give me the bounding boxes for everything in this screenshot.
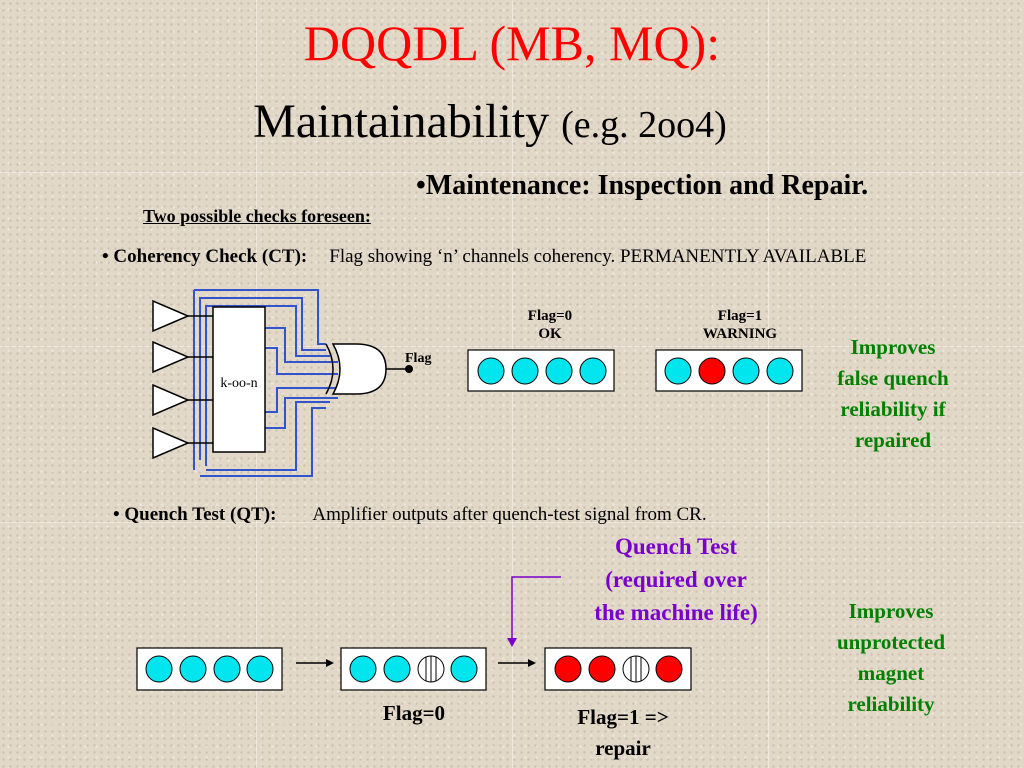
arrow-down-icon (507, 638, 517, 647)
quench-benefit: Improves unprotected magnet reliability (816, 596, 966, 720)
benefit-line: Improves (848, 599, 934, 623)
logic-box (212, 306, 266, 453)
flag-one-caption: Flag=1 => repair (548, 702, 698, 764)
maintenance-heading: •Maintenance: Inspection and Repair. (416, 170, 869, 201)
caption-line: Flag=1 => (577, 705, 669, 729)
subtitle-example: (e.g. 2oo4) (561, 104, 727, 146)
wire (206, 401, 330, 471)
amplifier-icon (152, 426, 190, 460)
arrow-right-icon (528, 659, 536, 667)
quench-test-callout: Quench Test (required over the machine l… (566, 530, 786, 629)
wiring (193, 289, 338, 477)
callout-line: (required over (605, 567, 747, 592)
wire (199, 297, 326, 460)
amplifier-icon (152, 383, 190, 417)
channel-fault-icon (655, 655, 683, 683)
slide-title: DQQDL (MB, MQ): (303, 15, 721, 71)
state-warning-text: WARNING (702, 326, 778, 342)
channel-ok-icon (477, 357, 505, 385)
flag-output-label: Flag (405, 351, 431, 366)
channel-fault-icon (554, 655, 582, 683)
background-grid-line (0, 172, 1024, 173)
quench-test-row: • Quench Test (QT): Amplifier outputs aft… (113, 504, 707, 526)
channel-ok-icon (450, 655, 478, 683)
flag-output-dot (405, 365, 413, 373)
channel-fault-icon (588, 655, 616, 683)
channel-ok-icon (511, 357, 539, 385)
background-grid-line (0, 522, 1024, 523)
channel-ok-icon (246, 655, 274, 683)
channel-ok-icon (213, 655, 241, 683)
benefit-line: reliability (847, 692, 935, 716)
caption-line: repair (595, 736, 651, 760)
channel-ok-icon (545, 357, 573, 385)
channel-ok-icon (766, 357, 794, 385)
amplifier-icon (152, 299, 190, 333)
quench-test-description: Amplifier outputs after quench-test sign… (312, 504, 707, 525)
checks-heading: Two possible checks foreseen: (143, 206, 371, 226)
state-warning-flag: Flag=1 (717, 308, 763, 324)
wire (194, 289, 326, 345)
coherency-check-row: • Coherency Check (CT): Flag showing ‘n’ … (102, 246, 866, 268)
subtitle-main: Maintainability (253, 95, 550, 148)
channel-ok-icon (732, 357, 760, 385)
benefit-line: reliability if (840, 397, 946, 421)
wire (200, 407, 326, 477)
channel-fault-icon (698, 357, 726, 385)
channel-ok-icon (145, 655, 173, 683)
xor-gate-icon (331, 343, 387, 395)
amplifiers (152, 299, 190, 460)
state-ok-flag: Flag=0 (527, 308, 573, 324)
state-ok-label: Flag=0 OK (500, 307, 600, 343)
state-ok-text: OK (538, 326, 562, 342)
slide-subtitle: Maintainability (e.g. 2oo4) (0, 94, 980, 153)
arrow-right-icon (326, 659, 334, 667)
channel-ok-icon (179, 655, 207, 683)
wire (265, 387, 338, 413)
benefit-line: repaired (854, 428, 932, 452)
quench-test-label: • Quench Test (QT): (113, 504, 277, 525)
benefit-line: magnet (857, 661, 925, 685)
background-grid-line (0, 346, 1024, 347)
coherency-check-description: Flag showing ‘n’ channels coherency. PER… (329, 246, 867, 267)
wire (265, 397, 338, 429)
coherency-check-label: • Coherency Check (CT): (102, 246, 308, 267)
callout-line: the machine life) (594, 600, 758, 625)
amplifier-wires (188, 315, 213, 444)
callout-arrow-line (511, 576, 561, 640)
channel-ok-icon (349, 655, 377, 683)
logic-box-label: k-oo-n (220, 376, 257, 391)
wire (205, 305, 330, 466)
flag-zero-caption: Flag=0 (382, 701, 446, 725)
wire (265, 347, 338, 375)
benefit-line: unprotected (836, 630, 946, 654)
coherency-benefit: Improves false quench reliability if rep… (818, 332, 968, 456)
channel-ok-icon (579, 357, 607, 385)
amplifier-icon (152, 340, 190, 374)
benefit-line: false quench (837, 366, 949, 390)
channel-ok-icon (383, 655, 411, 683)
callout-line: Quench Test (614, 534, 738, 559)
wire (265, 327, 338, 363)
benefit-line: Improves (850, 335, 936, 359)
xor-gate-arc (325, 343, 334, 395)
state-warning-label: Flag=1 WARNING (680, 307, 800, 343)
channel-ok-icon (664, 357, 692, 385)
